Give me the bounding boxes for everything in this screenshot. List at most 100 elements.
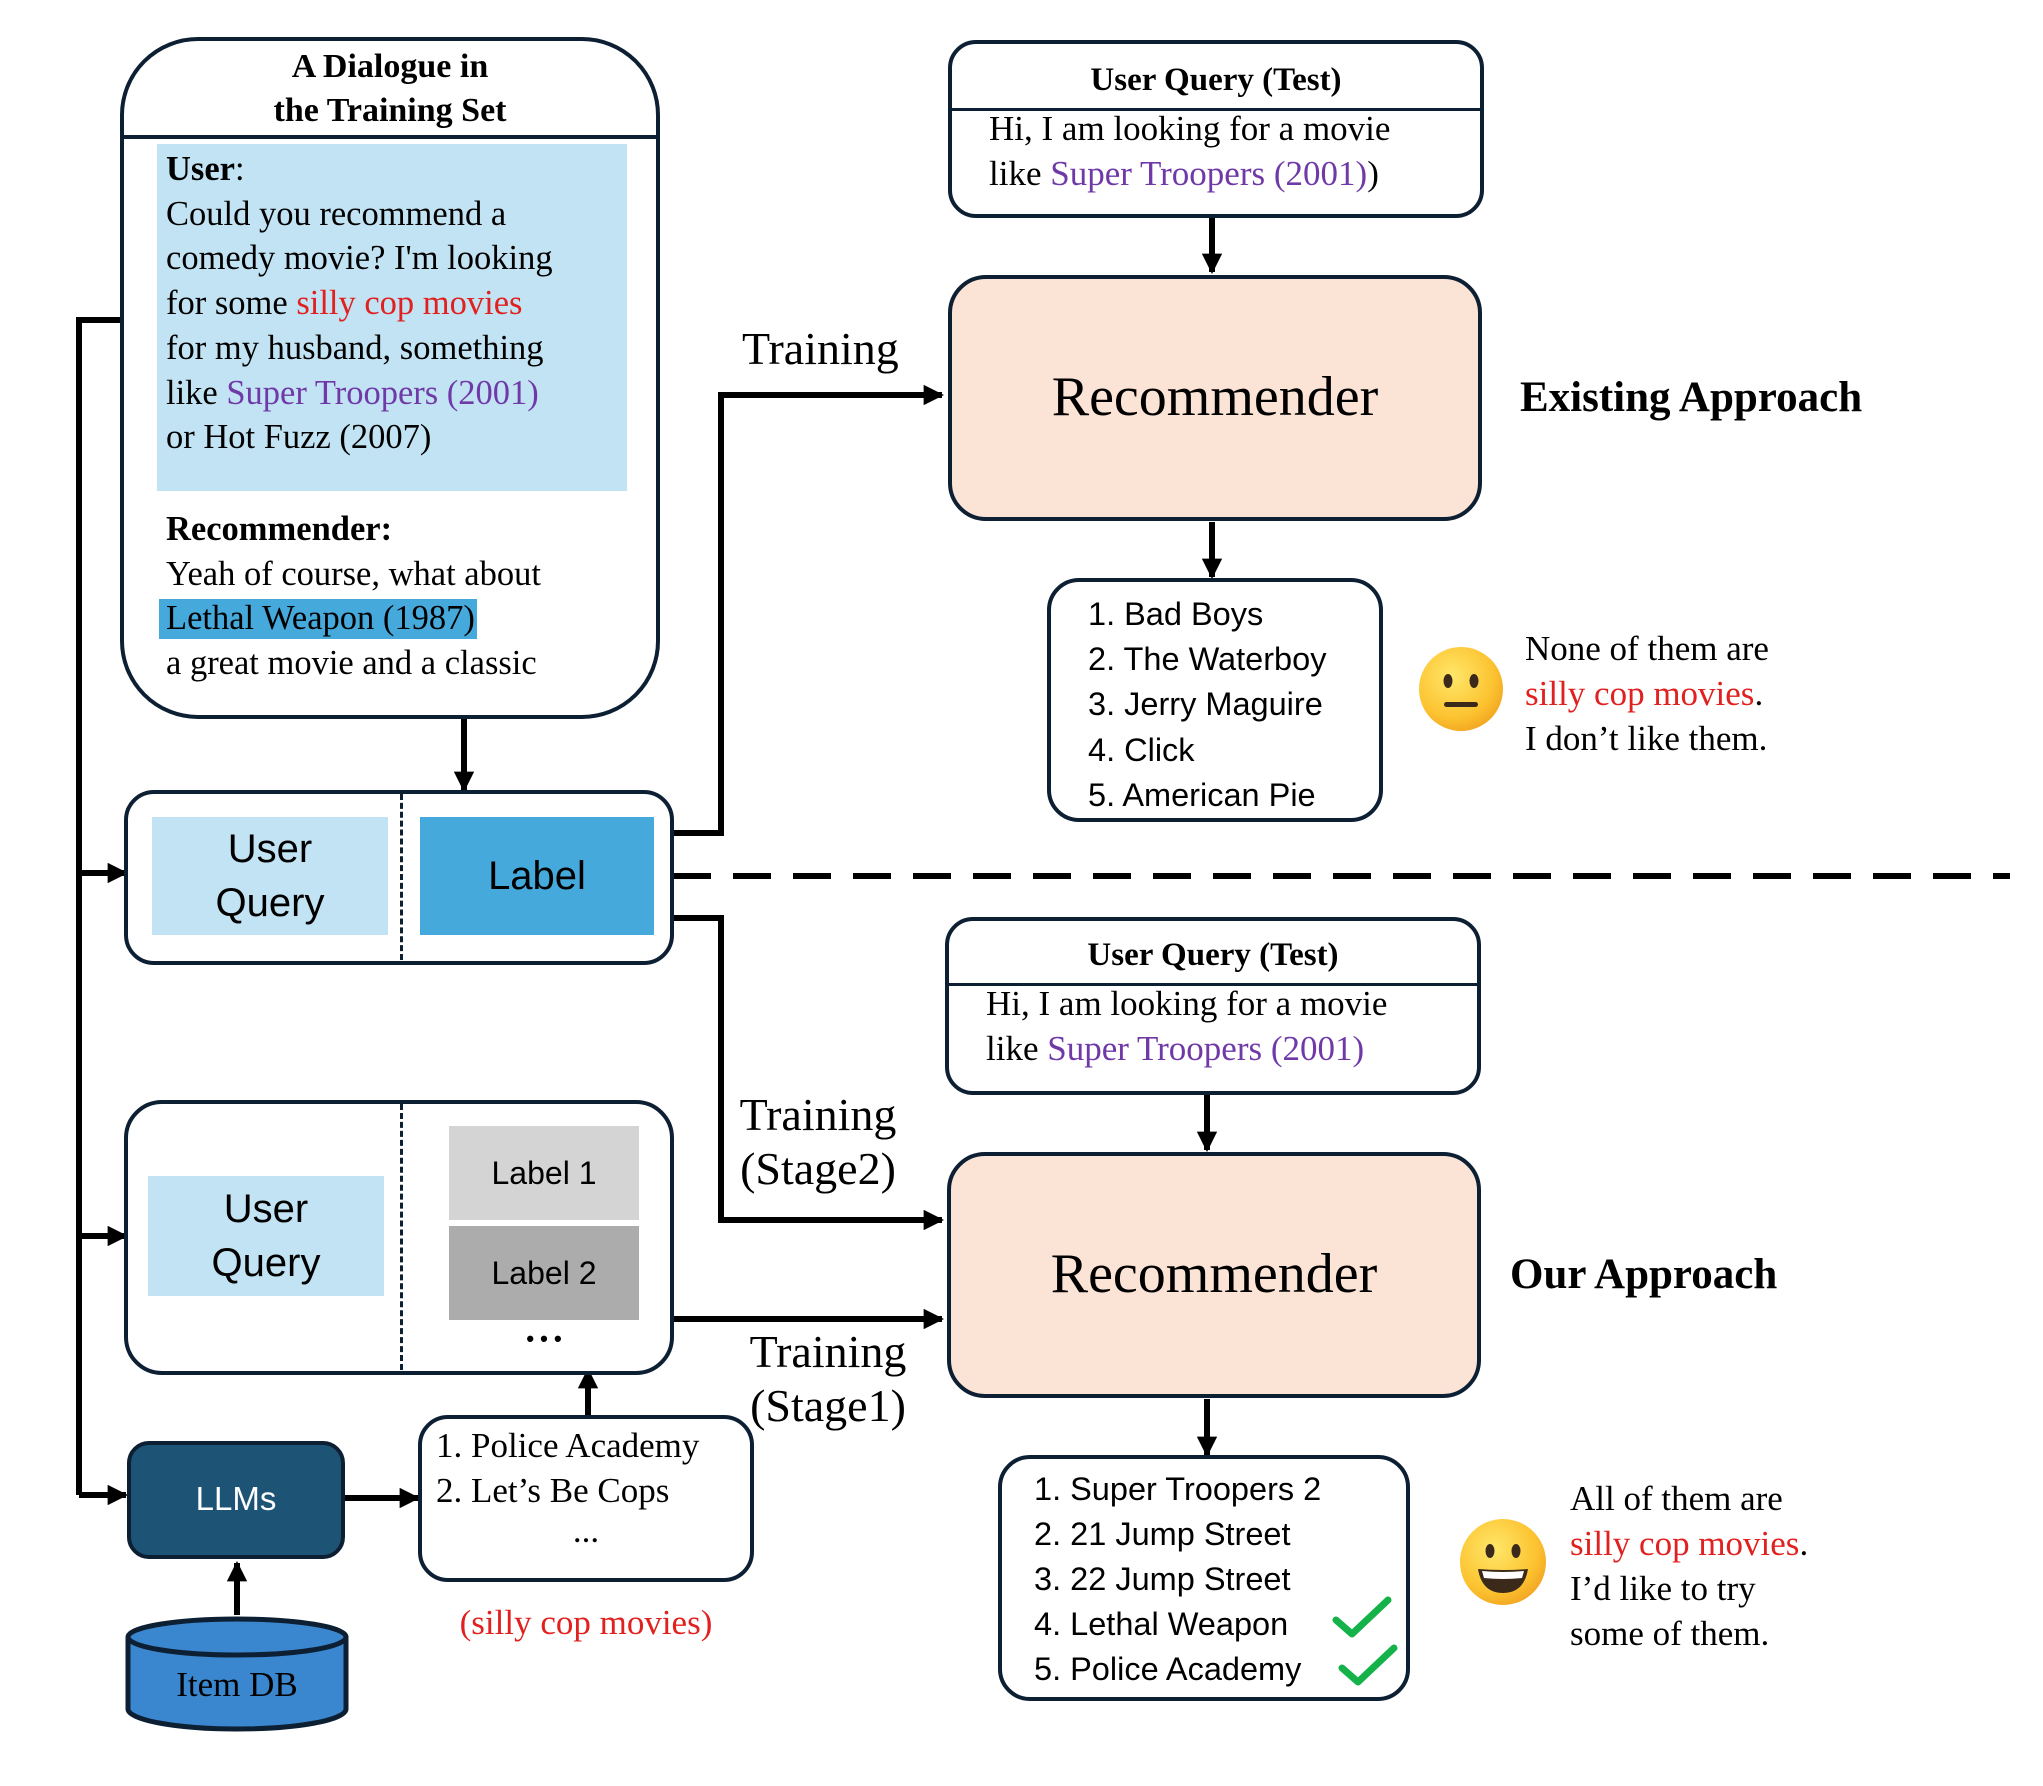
test-query-line-2-end: ) [1367,154,1379,193]
llm-output-list: 1. Police Academy 2. Let’s Be Cops ... [418,1415,754,1582]
dialogue-title-divider [124,135,656,139]
test-query-title-divider [952,108,1480,111]
our-comment-line-4: some of them. [1570,1614,1770,1653]
user-line-6: or Hot Fuzz (2007) [166,418,432,457]
user-turn: User: Could you recommend a comedy movie… [166,147,553,460]
our-comment-line-2: silly cop movies. [1570,1521,1808,1566]
silly-cop-movies-phrase: silly cop movies [1525,674,1755,713]
llm-output-items: 1. Police Academy 2. Let’s Be Cops [436,1423,699,1513]
list-item: 3. Jerry Maguire [1088,686,1323,723]
arrow-training-stage2 [673,915,945,1231]
pair-dashed-divider [400,1104,403,1370]
lethal-weapon-highlight: Lethal Weapon (1987) [159,599,477,640]
recommender-turn: Recommender: Yeah of course, what about … [159,507,541,686]
query-label-pair: User Query Label [124,790,674,965]
more-labels-ellipsis: • • • [526,1326,562,1351]
training-stage1-label: Training (Stage1) [738,1325,918,1433]
item-db-label: Item DB [176,1665,298,1704]
dialogue-title: A Dialogue in the Training Set [124,45,656,133]
llm-output-more: ... [572,1511,600,1550]
test-query-title: User Query (Test) [1090,62,1342,98]
recommender-role-label: Recommender: [166,510,393,548]
existing-comment-line-3: I don’t like them. [1525,719,1768,758]
item-db-cylinder-icon [125,1616,349,1732]
silly-cop-movies-phrase: silly cop movies [296,284,523,323]
user-role-label: User [166,150,235,188]
list-item: 4. Click [1088,731,1195,768]
our-comment-line-1: All of them are [1570,1479,1783,1518]
user-line-5-text: like [166,373,227,412]
super-troopers-mention: Super Troopers (2001) [226,373,539,412]
existing-comment-line-1: None of them are [1525,629,1769,668]
user-turn-highlight [157,144,627,491]
test-query-line-2: like Super Troopers (2001) [986,1026,1387,1071]
list-item: 3. 22 Jump Street [1034,1561,1291,1597]
our-comment: All of them are silly cop movies. I’d li… [1570,1476,1808,1656]
arrow-existing-training [673,384,945,836]
test-query-title-divider [949,983,1477,986]
user-query-line-1: User [223,1187,309,1231]
list-item: 2. 21 Jump Street [1034,1516,1291,1552]
user-query-line-1: User [227,827,313,871]
training-stage1-line-2: (Stage1) [750,1380,906,1431]
user-line-5: like Super Troopers (2001) [166,371,553,416]
label-2-block: Label 2 [449,1226,639,1320]
list-item: 2. Let’s Be Cops [436,1471,670,1510]
existing-comment-line-2: silly cop movies. [1525,671,1769,716]
test-query-text: Hi, I am looking for a movie like Super … [986,981,1387,1071]
user-query-block: User Query [152,817,388,935]
silly-cop-movies-phrase: silly cop movies [1570,1524,1800,1563]
user-line-2: comedy movie? I'm looking [166,239,553,278]
list-item: 2. The Waterboy [1088,641,1327,678]
results-list-ours: 1. Super Troopers 2 2. 21 Jump Street 3.… [998,1455,1410,1701]
recommender-box-ours: Recommender [947,1152,1481,1398]
test-query-line-2-text: like [986,1029,1048,1068]
test-query-title: User Query (Test) [1087,937,1339,973]
user-line-3: for some silly cop movies [166,281,553,326]
label-block: Label [420,817,654,935]
training-stage2-label: Training (Stage2) [728,1088,908,1196]
dialogue-card: A Dialogue in the Training Set User: Cou… [120,37,660,719]
results-list-existing: 1. Bad Boys 2. The Waterboy 3. Jerry Mag… [1047,578,1383,822]
grinning-face-icon [1460,1519,1546,1605]
existing-approach-label: Existing Approach [1520,374,1863,421]
user-query-line-2: Query [211,1241,321,1285]
recommender-line-1: Yeah of course, what about [166,554,541,593]
test-query-text: Hi, I am looking for a movie like Super … [989,106,1390,196]
query-multi-label-pair: User Query Label 1 Label 2 • • • [124,1100,674,1375]
test-query-card-top: User Query (Test) Hi, I am looking for a… [948,40,1484,218]
recommender-line-3: a great movie and a classic [166,644,537,683]
test-query-line-1: Hi, I am looking for a movie [986,984,1388,1023]
llm-output-caption: (silly cop movies) [459,1603,713,1642]
user-turn-header: User: [166,147,553,192]
our-comment-line-2-end: . [1799,1524,1809,1563]
list-item: 1. Police Academy [436,1426,700,1465]
user-line-4: for my husband, something [166,328,544,367]
label-1-block: Label 1 [449,1126,639,1220]
dialogue-title-line-1: A Dialogue in [291,48,489,85]
neutral-face-icon [1419,647,1503,731]
check-icon [1338,1644,1398,1686]
super-troopers-mention: Super Troopers (2001) [1047,1029,1365,1068]
existing-comment-line-2-end: . [1754,674,1764,713]
test-query-line-2-text: like [989,154,1051,193]
results-items: 1. Super Troopers 2 2. 21 Jump Street 3.… [1034,1467,1321,1692]
test-query-line-2: like Super Troopers (2001)) [989,151,1390,196]
training-stage2-line-1: Training [739,1089,897,1140]
training-label: Training [742,323,899,374]
recommender-box-existing: Recommender [948,275,1482,521]
training-stage2-line-2: (Stage2) [740,1143,896,1194]
list-item: 1. Super Troopers 2 [1034,1471,1322,1507]
dialogue-title-line-2: the Training Set [273,92,507,129]
user-line-1: Could you recommend a [166,194,507,233]
user-query-line-2: Query [215,881,325,925]
existing-comment: None of them are silly cop movies. I don… [1525,626,1769,761]
check-icon [1332,1596,1392,1638]
llms-box: LLMs [127,1441,345,1559]
user-role-colon: : [234,150,245,188]
our-approach-label: Our Approach [1510,1251,1778,1298]
user-line-3-text: for some [166,284,297,323]
training-stage1-line-1: Training [749,1326,907,1377]
list-item: 1. Bad Boys [1088,596,1264,632]
